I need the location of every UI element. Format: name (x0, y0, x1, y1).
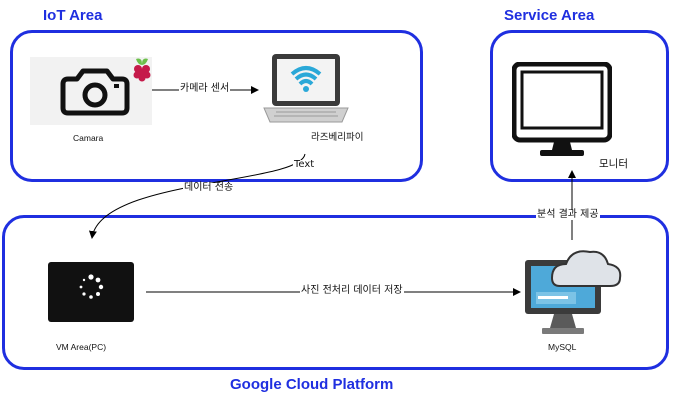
edge-pi-to-vm (88, 153, 306, 239)
iot-area (10, 30, 423, 182)
monitor-label: 모니터 (599, 158, 628, 170)
edge-label-text: Text (293, 159, 316, 170)
laptop-loading-icon (48, 262, 134, 322)
edge-label-store: 사진 전처리 데이터 저장 (300, 285, 404, 296)
gcp-area-title: Google Cloud Platform (230, 376, 394, 393)
vm-label: VM Area(PC) (56, 342, 107, 352)
mysql-label: MySQL (548, 342, 577, 352)
gcp-area (2, 215, 669, 370)
monitor-cloud-icon (525, 250, 622, 334)
iot-area-title: IoT Area (43, 7, 103, 24)
camera-icon (30, 57, 152, 125)
edge-label-analysis: 분석 결과 제공 (536, 209, 600, 220)
service-area-title: Service Area (504, 7, 595, 24)
edge-label-data-send: 데이터 전송 (183, 182, 235, 193)
raspberry-label: 라즈베리파이 (311, 132, 364, 143)
camera-label: Camara (73, 133, 104, 143)
laptop-wifi-icon (263, 54, 349, 123)
monitor-icon (512, 62, 612, 156)
camera-node (30, 57, 152, 125)
service-area (490, 30, 669, 182)
raspberry-pi-icon (133, 58, 151, 82)
edge-label-camera-sensor: 카메라 센서 (179, 83, 231, 94)
